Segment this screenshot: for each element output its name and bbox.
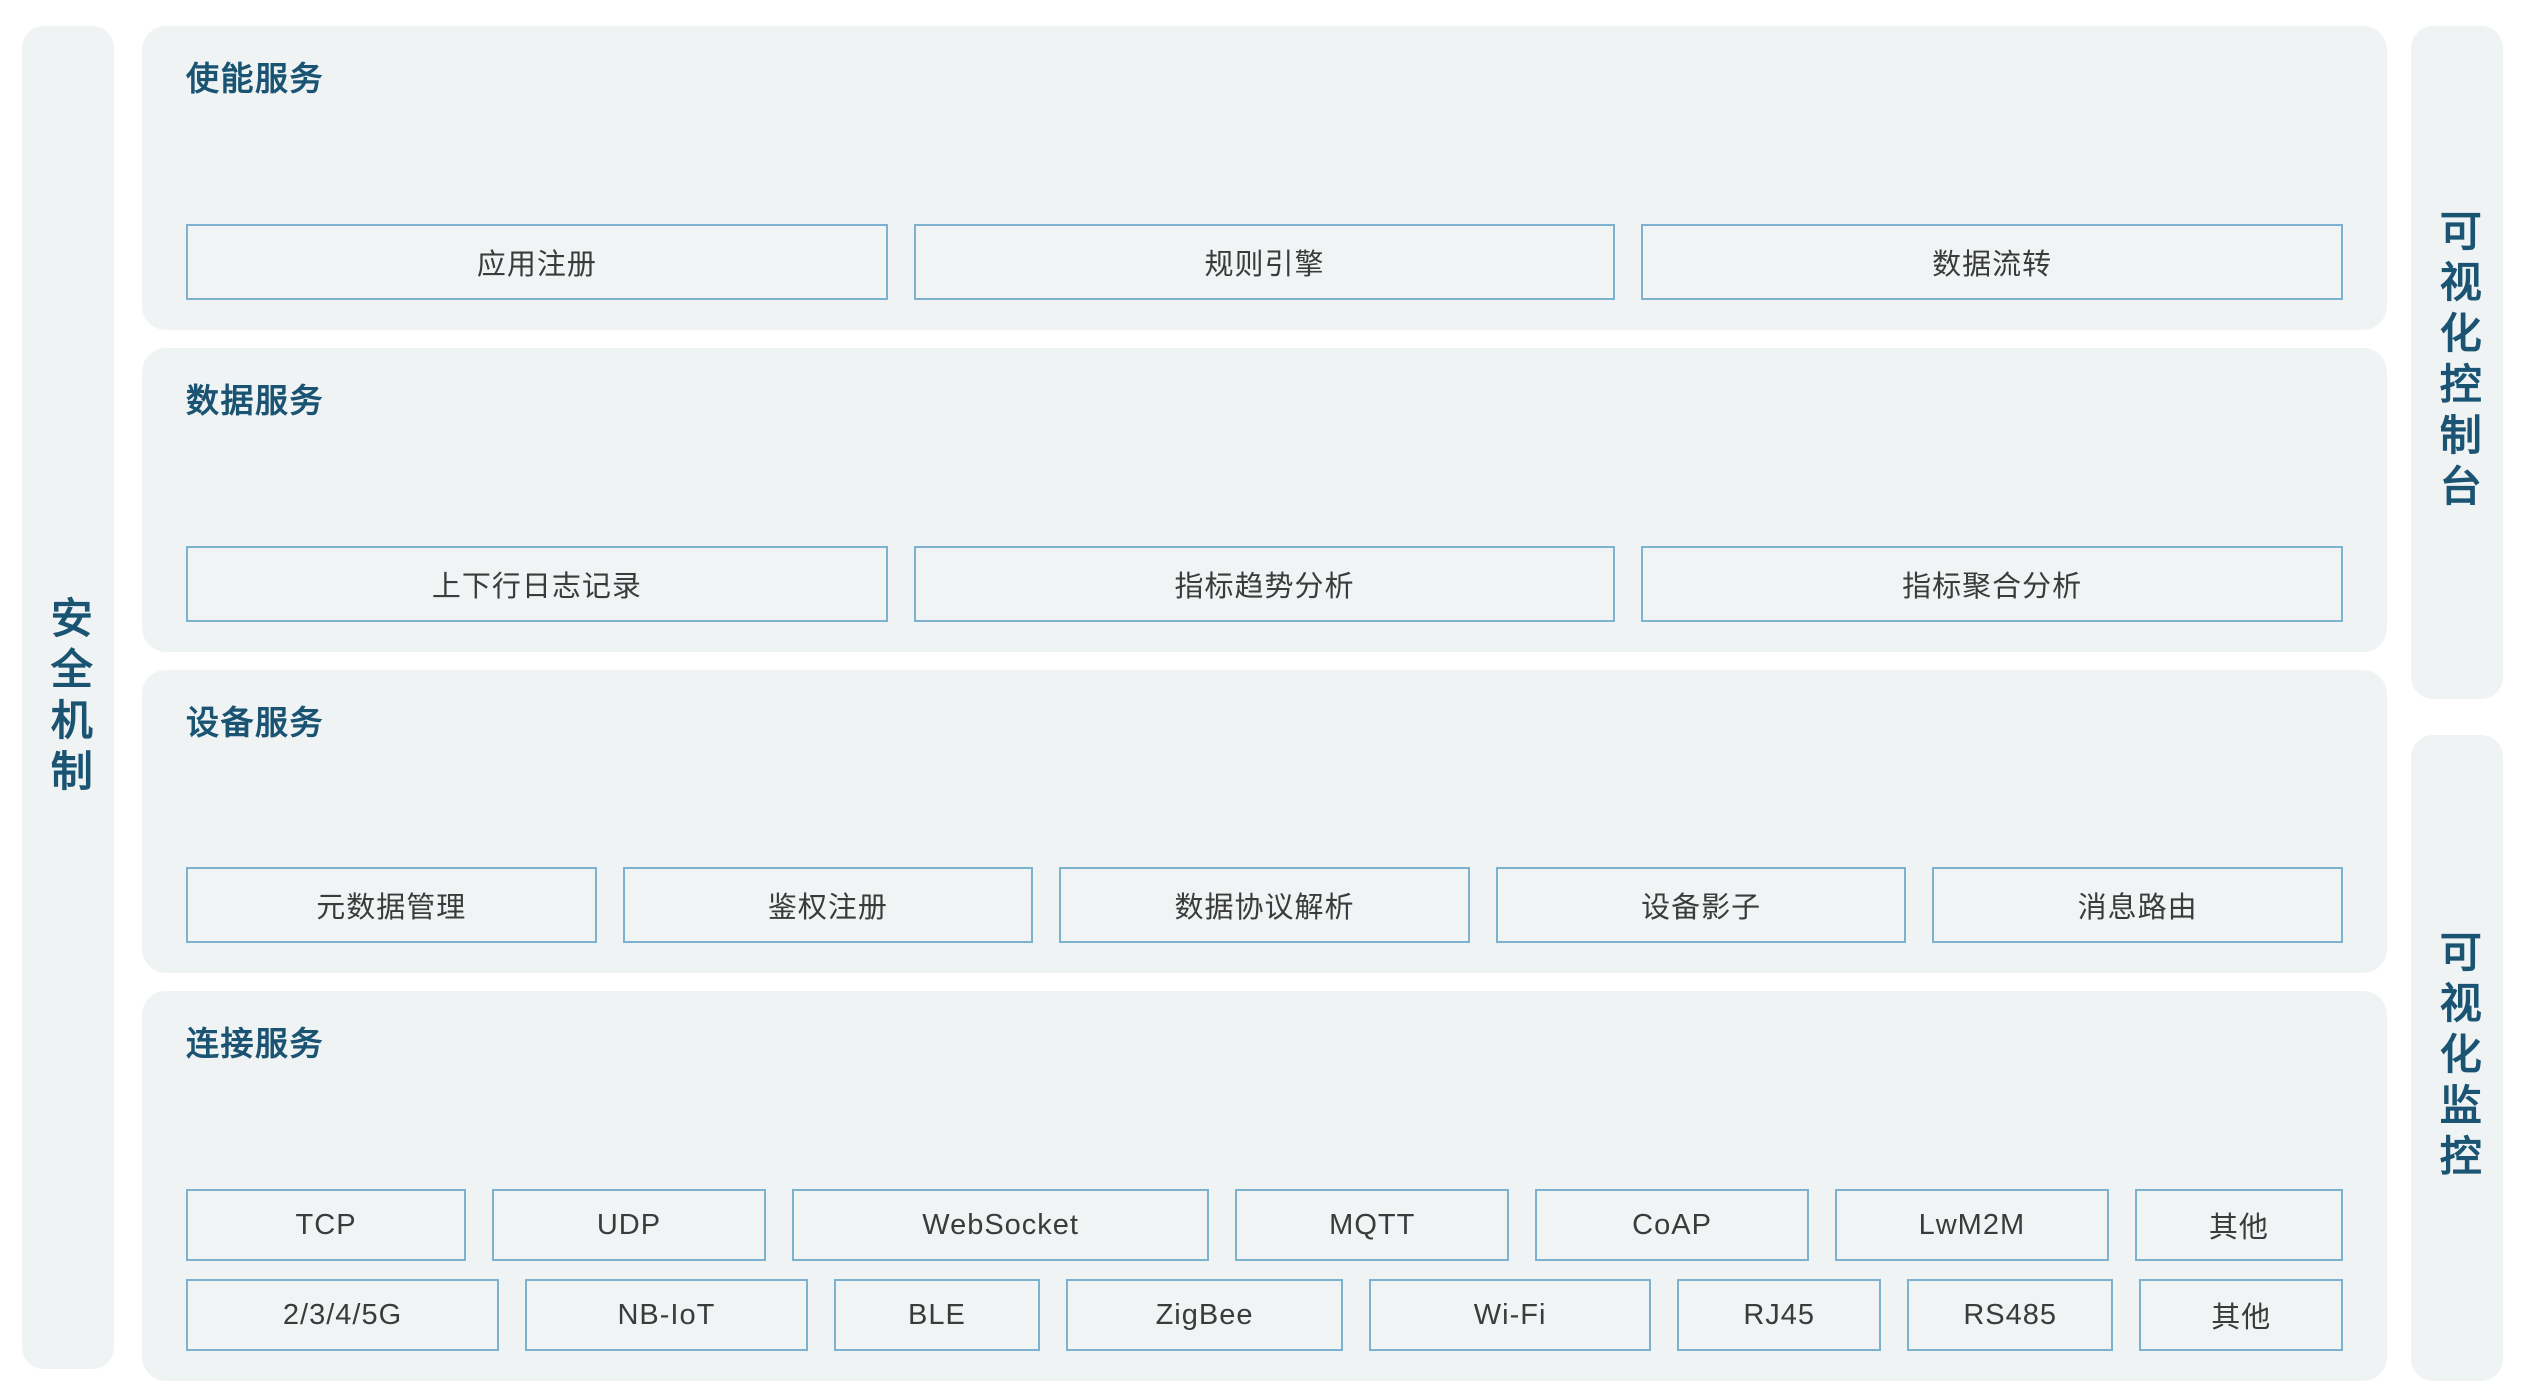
node-box[interactable]: ZigBee [1066, 1279, 1343, 1351]
layer-panel-connect-services: 连接服务 TCP UDP WebSocket MQTT CoAP LwM2M 其… [142, 991, 2387, 1381]
node-box[interactable]: 数据协议解析 [1059, 867, 1470, 944]
node-box[interactable]: 2/3/4/5G [186, 1279, 500, 1351]
layer-panel-device-services: 设备服务 元数据管理 鉴权注册 数据协议解析 设备影子 消息路由 [142, 669, 2387, 974]
layer-title-enable-services: 使能服务 [186, 60, 324, 97]
node-row: 2/3/4/5G NB-IoT BLE ZigBee Wi-Fi RJ45 RS… [186, 1279, 2343, 1351]
node-box[interactable]: MQTT [1235, 1189, 1510, 1261]
layer-stack: 使能服务 应用注册 规则引擎 数据流转 数据服务 上下行日志记录 指标趋势分析 … [142, 26, 2387, 1381]
node-box[interactable]: 上下行日志记录 [186, 545, 888, 622]
visualization-monitor-pillar: 可视化监控 [2411, 734, 2503, 1381]
node-box[interactable]: 其他 [2139, 1279, 2343, 1351]
node-box[interactable]: 消息路由 [1932, 867, 2343, 944]
node-box[interactable]: RJ45 [1677, 1279, 1881, 1351]
node-box[interactable]: 其他 [2134, 1189, 2343, 1261]
node-box[interactable]: RS485 [1906, 1279, 2114, 1351]
visualization-monitor-label: 可视化监控 [2434, 930, 2482, 1186]
visualization-console-label: 可视化控制台 [2434, 209, 2482, 516]
node-row: TCP UDP WebSocket MQTT CoAP LwM2M 其他 [186, 1189, 2343, 1261]
node-box[interactable]: 应用注册 [186, 223, 888, 300]
node-box[interactable]: 设备影子 [1495, 867, 1907, 944]
node-box[interactable]: BLE [833, 1279, 1041, 1351]
right-pillar-column: 可视化控制台 可视化监控 [2411, 26, 2503, 1381]
layer-panel-enable-services: 使能服务 应用注册 规则引擎 数据流转 [142, 26, 2387, 330]
node-box[interactable]: Wi-Fi [1368, 1279, 1652, 1351]
layer-rows-device-services: 元数据管理 鉴权注册 数据协议解析 设备影子 消息路由 [186, 754, 2343, 948]
node-box[interactable]: CoAP [1535, 1189, 1809, 1261]
layer-title-connect-services: 连接服务 [186, 1025, 324, 1063]
layer-rows-connect-services: TCP UDP WebSocket MQTT CoAP LwM2M 其他 2/3… [186, 1075, 2343, 1355]
node-box[interactable]: LwM2M [1834, 1189, 2109, 1261]
security-mechanism-pillar: 安全机制 [22, 26, 114, 1369]
node-box[interactable]: 元数据管理 [186, 867, 597, 944]
node-box[interactable]: UDP [492, 1189, 766, 1261]
node-box[interactable]: 数据流转 [1641, 223, 2344, 300]
node-row: 应用注册 规则引擎 数据流转 [186, 223, 2344, 300]
layer-title-data-services: 数据服务 [186, 381, 324, 419]
node-row: 元数据管理 鉴权注册 数据协议解析 设备影子 消息路由 [186, 867, 2343, 944]
node-box[interactable]: 指标趋势分析 [913, 545, 1616, 622]
layer-title-device-services: 设备服务 [186, 703, 324, 741]
security-mechanism-label: 安全机制 [45, 595, 93, 800]
layer-rows-data-services: 上下行日志记录 指标趋势分析 指标聚合分析 [186, 432, 2344, 626]
visualization-console-pillar: 可视化控制台 [2411, 26, 2503, 699]
layer-rows-enable-services: 应用注册 规则引擎 数据流转 [186, 110, 2344, 304]
node-box[interactable]: NB-IoT [525, 1279, 808, 1351]
node-box[interactable]: WebSocket [791, 1189, 1210, 1261]
layer-panel-data-services: 数据服务 上下行日志记录 指标趋势分析 指标聚合分析 [142, 347, 2387, 652]
node-box[interactable]: 鉴权注册 [622, 867, 1034, 944]
node-box[interactable]: 规则引擎 [913, 223, 1616, 300]
node-box[interactable]: 指标聚合分析 [1641, 545, 2344, 622]
node-row: 上下行日志记录 指标趋势分析 指标聚合分析 [186, 545, 2344, 622]
node-box[interactable]: TCP [186, 1189, 467, 1261]
